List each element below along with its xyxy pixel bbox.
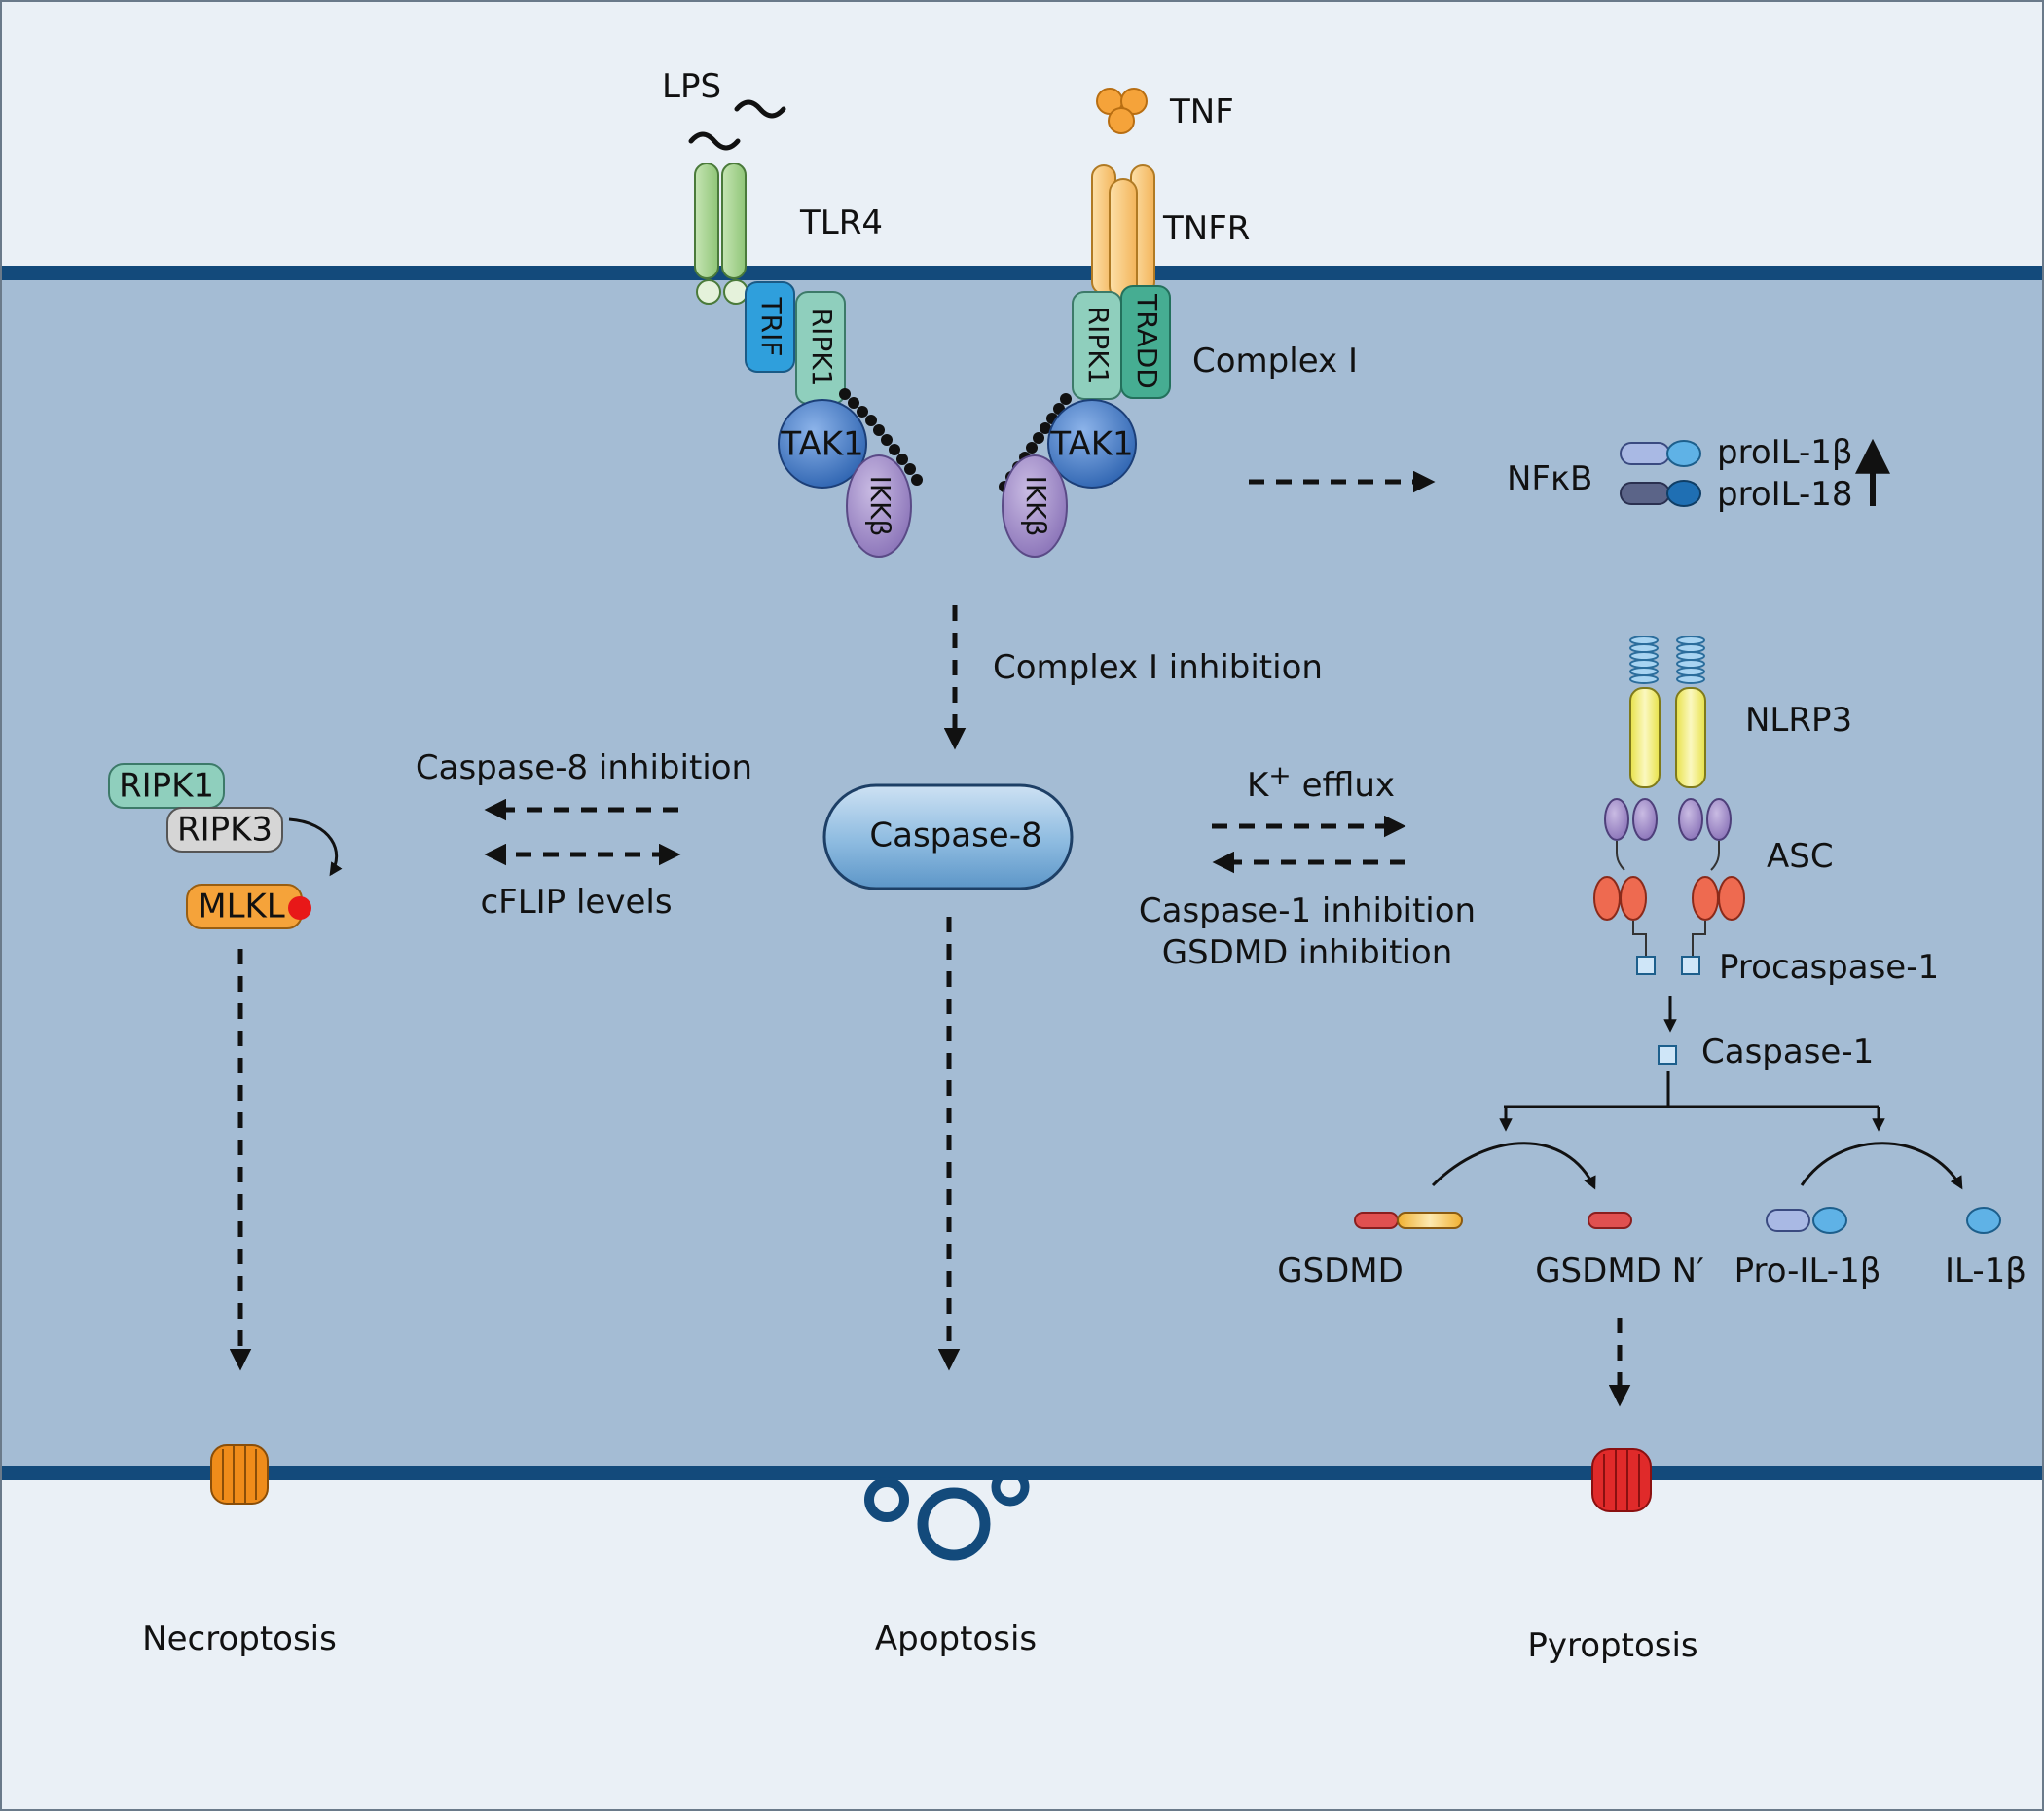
gsdmd-n-fragment <box>1588 1212 1632 1229</box>
il1b-label: IL-1β <box>1945 1252 2026 1290</box>
extracellular-space-bottom <box>0 1472 2044 1811</box>
plasma-membrane-top <box>0 266 2044 280</box>
asc-card <box>1593 876 1745 921</box>
nlrp3-label: NLRP3 <box>1745 701 1852 740</box>
tnf-label: TNF <box>1169 92 1234 131</box>
tak1-right: TAK1 <box>1047 399 1137 489</box>
phosphorylation-icon <box>288 896 311 920</box>
tnf-trimer <box>1096 88 1148 134</box>
tnfr-receptor <box>1091 164 1155 301</box>
pro-il1b-label: Pro-IL-1β <box>1734 1252 1881 1290</box>
tradd-adaptor: TRADD <box>1120 285 1171 399</box>
ripk1-necrosome-label: RIPK1 <box>119 767 214 806</box>
k-efflux-label: K+ efflux <box>1247 759 1395 805</box>
pyroptosis-label: Pyroptosis <box>1527 1626 1697 1665</box>
ripk3: RIPK3 <box>166 807 283 853</box>
nlrp3-nacht <box>1629 687 1706 788</box>
asc-label: ASC <box>1767 837 1834 876</box>
cflip-levels-label: cFLIP levels <box>480 883 672 922</box>
nlrp3-lrr-right-icon <box>1676 636 1705 684</box>
nfkb-label: NFκB <box>1507 459 1592 498</box>
gsdmd-n-label: GSDMD N′ <box>1535 1252 1704 1290</box>
proil18-glyph <box>1620 480 1701 507</box>
extracellular-space <box>0 0 2044 272</box>
apoptotic-bodies-icon <box>864 1468 1030 1561</box>
proil1b-label: proIL-1β <box>1717 433 1853 472</box>
apoptosis-label: Apoptosis <box>875 1619 1037 1658</box>
ripk1-tnfr: RIPK1 <box>1072 291 1122 400</box>
gsdmd-full-length <box>1354 1212 1463 1229</box>
ripk1-tlr4-label: RIPK1 <box>806 309 838 387</box>
il1b-glyph <box>1966 1207 2001 1234</box>
tradd-label: TRADD <box>1131 293 1163 389</box>
asc-pyd <box>1604 798 1732 841</box>
trif-adaptor: TRIF <box>745 281 795 373</box>
gsdmd-pore-icon <box>1591 1448 1652 1512</box>
lps-label: LPS <box>662 67 721 106</box>
ripk3-label: RIPK3 <box>177 811 273 850</box>
complex-i-label: Complex I <box>1192 342 1358 381</box>
pro-il1b-glyph <box>1766 1207 1847 1234</box>
trif-label: TRIF <box>755 297 787 357</box>
procaspase1-label: Procaspase-1 <box>1719 948 1939 987</box>
ikkb-left-label: IKKβ <box>864 476 896 537</box>
ikkb-right: IKKβ <box>1002 454 1068 558</box>
tlr4-receptor <box>694 163 748 305</box>
ikkb-left: IKKβ <box>846 454 912 558</box>
complex-i-inhibition-label: Complex I inhibition <box>993 648 1323 687</box>
ripk1-necrosome: RIPK1 <box>108 763 225 809</box>
caspase1-domain <box>1658 1045 1677 1065</box>
ikkb-right-label: IKKβ <box>1020 476 1052 537</box>
caspase8-inhibition-label: Caspase-8 inhibition <box>416 748 752 787</box>
nlrp3-lrr-left-icon <box>1629 636 1659 684</box>
tnfr-label: TNFR <box>1162 209 1250 248</box>
lps-molecule <box>688 99 786 151</box>
caspase1-inhibition-label: Caspase-1 inhibition <box>1139 891 1476 930</box>
gsdmd-inhibition-label: GSDMD inhibition <box>1162 933 1453 972</box>
mlkl-pore-icon <box>210 1444 269 1505</box>
mlkl: MLKL <box>186 884 311 929</box>
caspase1-label: Caspase-1 <box>1701 1033 1874 1071</box>
asc-linkers <box>1616 841 1720 871</box>
procaspase1-linkers <box>1632 921 1706 961</box>
caspase8-label: Caspase-8 <box>869 817 1041 855</box>
necroptosis-label: Necroptosis <box>142 1619 337 1658</box>
ripk1-tlr4: RIPK1 <box>795 291 846 405</box>
proil1b-glyph <box>1620 440 1701 467</box>
mlkl-label: MLKL <box>198 888 285 926</box>
caspase8-node: Caspase-8 <box>822 783 1074 890</box>
ubiquitin-chain-left <box>839 388 923 486</box>
caspase1-cleavage-branches <box>1431 1071 1963 1190</box>
ripk3-phosphorylates-mlkl-arrow <box>288 817 343 877</box>
tak1-left-label: TAK1 <box>780 425 863 464</box>
procaspase1-domains <box>1636 956 1700 975</box>
tak1-left: TAK1 <box>778 399 867 489</box>
proil18-label: proIL-18 <box>1717 475 1853 514</box>
tlr4-label: TLR4 <box>799 203 883 242</box>
ripk1-tnfr-label: RIPK1 <box>1082 307 1114 385</box>
tak1-right-label: TAK1 <box>1049 425 1133 464</box>
gsdmd-label: GSDMD <box>1277 1252 1404 1290</box>
